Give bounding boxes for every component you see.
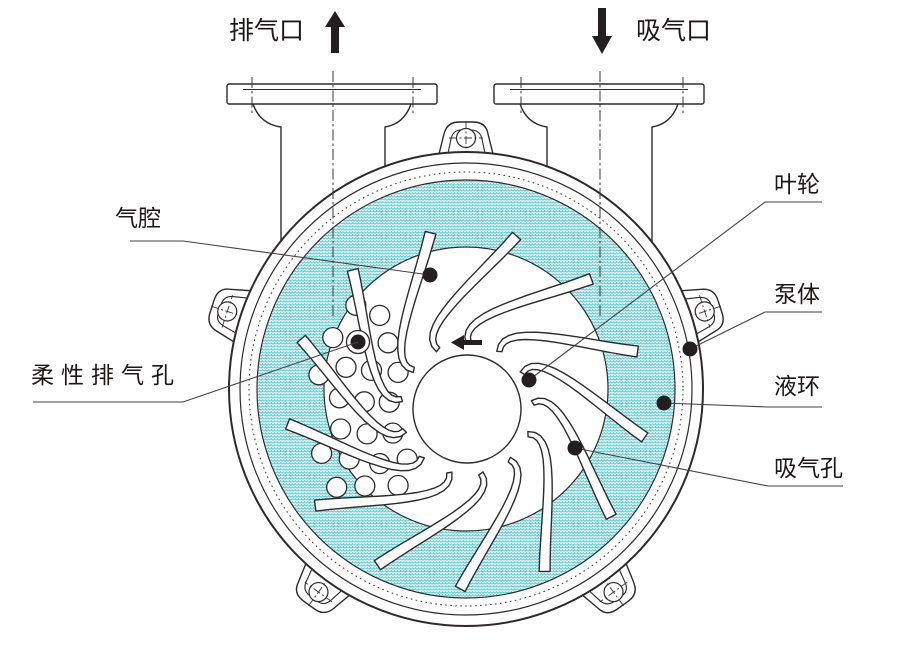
leader-lines <box>33 201 843 487</box>
leader-dot-suction-hole <box>567 440 583 456</box>
leader-dot-liquid-ring <box>656 395 672 411</box>
label-exhaust-port: 排气口 <box>229 18 305 45</box>
impeller-blades <box>284 230 649 593</box>
label-suction-port: 吸气口 <box>636 18 712 45</box>
bolt-circle <box>248 171 684 607</box>
leader-dot-pump-body <box>682 341 698 357</box>
leader-suction-hole <box>574 447 843 487</box>
label-pump-body: 泵体 <box>774 282 820 307</box>
label-liquid-ring: 液环 <box>774 374 820 399</box>
label-gas-chamber: 气腔 <box>115 206 161 231</box>
label-flexible-exhaust-hole: 柔性排气孔 <box>31 363 181 388</box>
pipe-centerlines <box>251 71 684 318</box>
leader-dot-impeller <box>521 372 537 388</box>
leader-flexible-hole <box>33 341 359 403</box>
leader-impeller <box>528 201 822 381</box>
flexible-exhaust-holes <box>308 294 418 498</box>
impeller-hub <box>412 354 522 464</box>
exhaust-pipe <box>226 83 438 245</box>
label-impeller: 叶轮 <box>774 172 820 197</box>
rotation-arrow <box>451 335 482 350</box>
leader-liquid-ring <box>663 402 822 408</box>
exhaust-arrow <box>325 11 345 53</box>
suction-pipe <box>493 83 705 245</box>
leader-pump-body <box>689 311 822 350</box>
leader-gas-chamber <box>130 240 431 276</box>
label-suction-hole: 吸气孔 <box>774 456 843 481</box>
suction-arrow <box>592 8 612 54</box>
leader-dot-gas-chamber <box>422 267 438 283</box>
